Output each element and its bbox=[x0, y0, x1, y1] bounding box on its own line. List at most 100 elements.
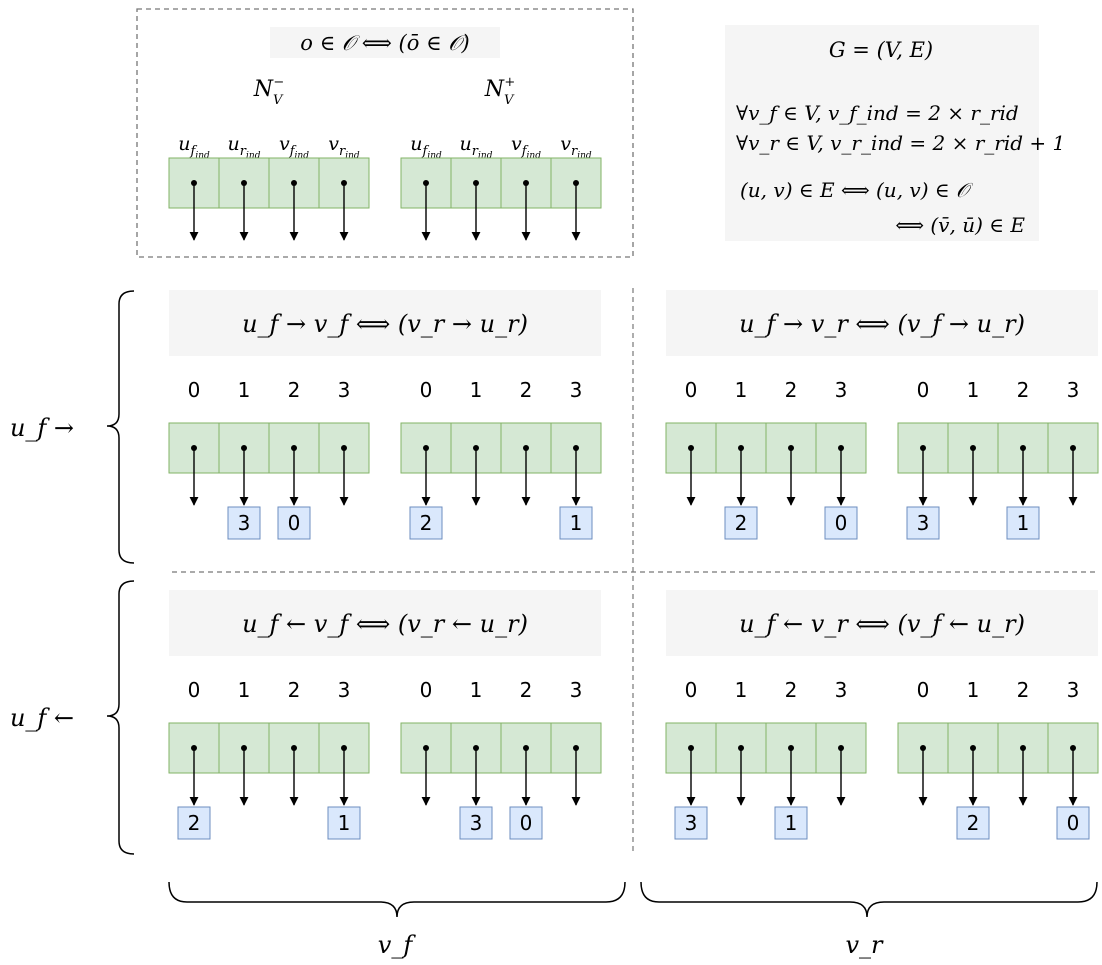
target-index: 0 bbox=[288, 511, 301, 535]
slot-index: 0 bbox=[188, 678, 201, 702]
legend-group-title: NV+ bbox=[484, 75, 516, 108]
definitions-line-3: (u, v) ∈ E ⟺ (u, v) ∈ 𝒪 bbox=[740, 178, 974, 202]
slot-index: 2 bbox=[288, 678, 301, 702]
column-label-vr: v_r bbox=[845, 931, 884, 959]
slot-index: 0 bbox=[917, 678, 930, 702]
panel-header-background bbox=[666, 290, 1098, 356]
slot-index: 1 bbox=[735, 378, 748, 402]
target-index: 3 bbox=[685, 811, 698, 835]
slot-index: 0 bbox=[917, 378, 930, 402]
definitions-title: G = (V, E) bbox=[829, 38, 933, 62]
column-brace-vr bbox=[640, 881, 1098, 918]
target-index: 1 bbox=[785, 811, 798, 835]
slot-index: 3 bbox=[1067, 678, 1080, 702]
target-box bbox=[277, 506, 311, 540]
definitions-line-1: ∀v_f ∈ V, v_f_ind = 2 × r_rid bbox=[736, 101, 1019, 125]
slot-index: 1 bbox=[470, 678, 483, 702]
slot-index: 2 bbox=[785, 378, 798, 402]
slot-index: 2 bbox=[288, 378, 301, 402]
slot-index: 0 bbox=[420, 678, 433, 702]
target-box bbox=[1006, 506, 1040, 540]
slot-index: 1 bbox=[470, 378, 483, 402]
target-box bbox=[227, 506, 261, 540]
slot-index: 3 bbox=[835, 678, 848, 702]
target-box bbox=[906, 506, 940, 540]
target-index: 0 bbox=[1067, 811, 1080, 835]
row-brace-backward bbox=[106, 580, 135, 855]
panel: u_f ← v_r ⟺ (v_f ← u_r) 0 1 2 3 3 1 0 1 2 3 2 0 bbox=[665, 590, 1099, 840]
legend-frame bbox=[136, 8, 634, 258]
legend-group-title: NV− bbox=[253, 75, 285, 108]
slot-index: 0 bbox=[188, 378, 201, 402]
legend-arrays bbox=[168, 157, 602, 241]
slot-index: 1 bbox=[238, 678, 251, 702]
target-index: 1 bbox=[1017, 511, 1030, 535]
legend-column-label: vfind bbox=[511, 133, 541, 161]
target-box bbox=[327, 806, 361, 840]
slot-index: 3 bbox=[338, 678, 351, 702]
target-box bbox=[177, 806, 211, 840]
column-label-vf: v_f bbox=[378, 931, 417, 959]
legend-column-label: vfind bbox=[279, 133, 309, 161]
target-box bbox=[674, 806, 708, 840]
target-index: 2 bbox=[420, 511, 433, 535]
slot-index: 3 bbox=[570, 378, 583, 402]
definitions-panel bbox=[725, 25, 1039, 241]
target-index: 3 bbox=[917, 511, 930, 535]
target-box bbox=[724, 506, 758, 540]
legend-group-n-minus: NV− bbox=[253, 75, 285, 108]
slot-index: 2 bbox=[1017, 378, 1030, 402]
target-index: 2 bbox=[735, 511, 748, 535]
row-brace-forward bbox=[106, 290, 135, 564]
legend-group-n-plus: NV+ bbox=[484, 75, 516, 108]
panel-header-background bbox=[169, 290, 601, 356]
slot-index: 1 bbox=[967, 378, 980, 402]
slot-index: 2 bbox=[520, 378, 533, 402]
legend-column-label: ufind bbox=[178, 133, 210, 161]
panel-header: u_f ← v_r ⟺ (v_f ← u_r) bbox=[739, 610, 1025, 638]
legend-column-label: urind bbox=[228, 133, 261, 161]
slot-index: 1 bbox=[735, 678, 748, 702]
slot-index: 1 bbox=[967, 678, 980, 702]
slot-index: 0 bbox=[685, 378, 698, 402]
slot-index: 3 bbox=[338, 378, 351, 402]
definitions-line-4: ⟺ (v̄, ū) ∈ E bbox=[895, 213, 1025, 237]
legend-column-label: vrind bbox=[560, 133, 592, 161]
target-box bbox=[509, 806, 543, 840]
row-label-backward: u_f ← bbox=[10, 704, 74, 732]
target-box bbox=[956, 806, 990, 840]
slot-index: 3 bbox=[835, 378, 848, 402]
target-index: 3 bbox=[470, 811, 483, 835]
legend-column-label: vrind bbox=[328, 133, 360, 161]
panel-header-background bbox=[169, 590, 601, 656]
target-box bbox=[559, 506, 593, 540]
row-label-forward: u_f → bbox=[10, 414, 74, 442]
target-index: 2 bbox=[967, 811, 980, 835]
target-box bbox=[1056, 806, 1090, 840]
slot-index: 3 bbox=[570, 678, 583, 702]
definitions-line-2: ∀v_r ∈ V, v_r_ind = 2 × r_rid + 1 bbox=[736, 131, 1065, 155]
slot-index: 2 bbox=[1017, 678, 1030, 702]
panel-header: u_f → v_r ⟺ (v_f → u_r) bbox=[739, 310, 1025, 338]
target-box bbox=[824, 506, 858, 540]
target-index: 0 bbox=[835, 511, 848, 535]
target-index: 1 bbox=[338, 811, 351, 835]
legend-header: o ∈ 𝒪 ⟺ (ō ∈ 𝒪) bbox=[300, 31, 469, 55]
slot-index: 2 bbox=[785, 678, 798, 702]
panel-header: u_f → v_f ⟺ (v_r → u_r) bbox=[242, 310, 528, 338]
slot-index: 0 bbox=[685, 678, 698, 702]
panel-header-background bbox=[666, 590, 1098, 656]
panel: u_f → v_r ⟺ (v_f → u_r) 0 1 2 3 2 0 0 1 2 3 3 1 bbox=[665, 290, 1099, 540]
target-index: 1 bbox=[570, 511, 583, 535]
slot-index: 2 bbox=[520, 678, 533, 702]
slot-index: 3 bbox=[1067, 378, 1080, 402]
slot-index: 0 bbox=[420, 378, 433, 402]
target-box bbox=[774, 806, 808, 840]
target-index: 2 bbox=[188, 811, 201, 835]
target-box bbox=[409, 506, 443, 540]
